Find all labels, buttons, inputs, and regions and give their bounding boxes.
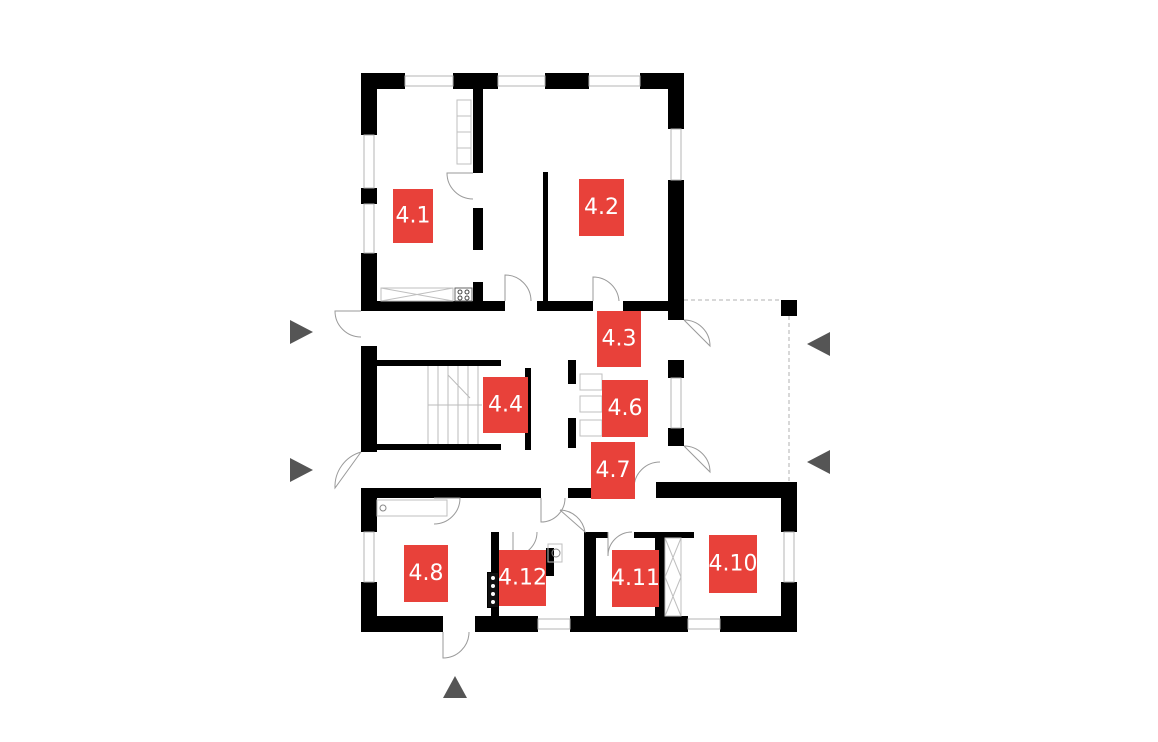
room-label-4-7[interactable]: 4.7 (591, 442, 635, 499)
entrance-arrow-east-upper (807, 332, 830, 356)
pergola-outline (684, 299, 790, 482)
windows (363, 75, 795, 630)
entrance-arrow-west-lower (290, 458, 313, 482)
fixtures (376, 99, 682, 617)
svg-text:4.12: 4.12 (498, 566, 547, 591)
room-label-4-8[interactable]: 4.8 (404, 545, 448, 602)
svg-text:4.11: 4.11 (611, 566, 660, 591)
room-label-4-11[interactable]: 4.11 (611, 550, 660, 607)
doors (334, 172, 711, 659)
room-label-4-12[interactable]: 4.12 (498, 550, 547, 606)
svg-text:4.4: 4.4 (488, 393, 523, 418)
room-label-4-6[interactable]: 4.6 (602, 380, 648, 437)
room-label-4-4[interactable]: 4.4 (483, 377, 528, 433)
room-label-4-3[interactable]: 4.3 (597, 311, 641, 367)
room-label-4-2[interactable]: 4.2 (579, 179, 624, 236)
room-label-4-10[interactable]: 4.10 (709, 535, 758, 593)
room-labels: 4.1 4.2 4.3 4.4 4.6 4.7 4.8 4.10 (393, 179, 757, 607)
svg-text:4.8: 4.8 (409, 561, 444, 586)
svg-text:4.2: 4.2 (584, 195, 619, 220)
svg-text:4.10: 4.10 (709, 552, 758, 577)
svg-text:4.6: 4.6 (608, 396, 643, 421)
svg-text:4.7: 4.7 (596, 458, 631, 483)
room-label-4-1[interactable]: 4.1 (393, 189, 433, 243)
entrance-arrow-south (443, 676, 467, 698)
entrance-arrow-east-lower (807, 450, 830, 474)
entrance-arrows (290, 320, 830, 698)
svg-text:4.1: 4.1 (396, 204, 431, 229)
exterior-walls (361, 73, 797, 632)
svg-text:4.3: 4.3 (602, 327, 637, 352)
entrance-arrow-west-upper (290, 320, 313, 344)
